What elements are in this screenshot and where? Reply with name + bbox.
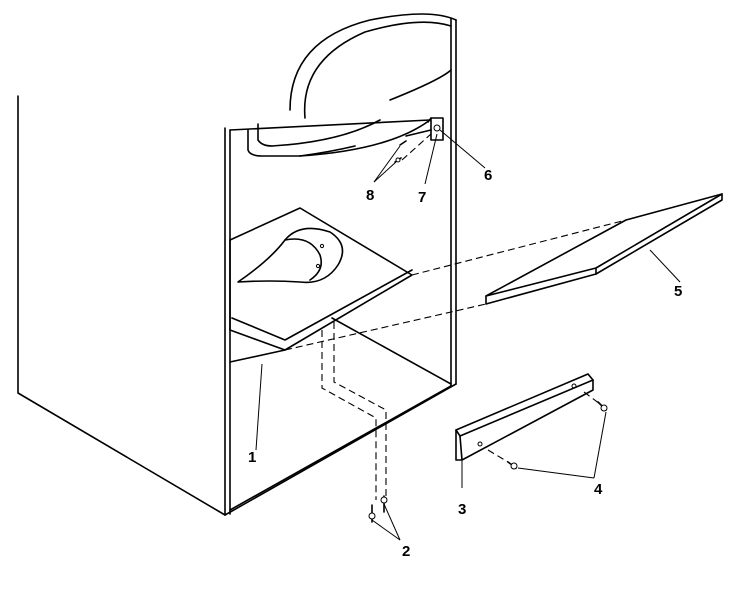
upper-housing bbox=[247, 13, 457, 157]
callout-4: 4 bbox=[594, 481, 603, 498]
callout-labels: 1 2 3 4 5 6 7 8 bbox=[248, 167, 682, 560]
callout-6: 6 bbox=[484, 167, 492, 184]
screw-8 bbox=[394, 133, 432, 163]
leader-lines bbox=[255, 129, 681, 541]
callout-8: 8 bbox=[366, 187, 374, 204]
hinge-bracket bbox=[405, 117, 444, 141]
air-duct bbox=[237, 227, 344, 284]
cabinet bbox=[17, 17, 457, 516]
callout-3: 3 bbox=[458, 501, 466, 518]
interior-shelf bbox=[229, 207, 452, 385]
callout-1: 1 bbox=[248, 449, 256, 466]
trim-bracket-3 bbox=[455, 373, 594, 461]
callout-2: 2 bbox=[402, 543, 410, 560]
callout-7: 7 bbox=[418, 189, 426, 206]
glass-shelf-5 bbox=[284, 193, 723, 351]
screw-4 bbox=[487, 391, 608, 470]
callout-5: 5 bbox=[674, 283, 682, 300]
drain-tube bbox=[321, 322, 387, 500]
screw-2 bbox=[368, 495, 388, 523]
